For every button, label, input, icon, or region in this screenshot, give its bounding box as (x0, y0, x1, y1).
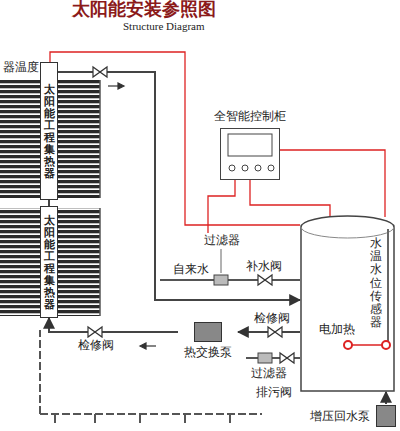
part-label: 检修阀 (253, 311, 291, 325)
node-text: 全智能控制柜 (205, 108, 295, 124)
sensor-wire (50, 52, 385, 240)
subtitle: Structure Diagram (122, 19, 206, 33)
node-text: 热交换泵 (178, 345, 238, 359)
pipe-connector (250, 180, 330, 218)
cabinet-box (220, 128, 280, 180)
part-label: 电加热 (318, 322, 356, 336)
part-label: 检修阀 (77, 338, 115, 352)
flow-arrow (108, 83, 156, 349)
pipe-connector (49, 318, 178, 332)
node-text: 太阳能工程集热器 (44, 214, 55, 311)
part-label: 过滤器 (203, 233, 241, 247)
part-label: 排污阀 (255, 385, 293, 399)
part-label: 补水阀 (245, 259, 283, 273)
part-label: 自来水 (172, 262, 210, 276)
cabinet-node: 全智能控制柜 (205, 108, 295, 180)
node-text: 太阳能工程集热器 (44, 83, 55, 180)
collector-node: 太阳能工程集热器 (40, 62, 58, 200)
pump-symbol (376, 405, 396, 427)
node-text: 水温水位传感器 (370, 237, 382, 329)
part-label: 器温度 (2, 60, 40, 74)
collector-node: 太阳能工程集热器 (40, 206, 58, 318)
valve-symbol (88, 67, 294, 363)
booster-node: 增压回水泵 (270, 404, 396, 428)
controller-panel (228, 134, 274, 171)
part-label: 过滤器 (250, 366, 288, 380)
tank-node: 水温水位传感器 (300, 215, 395, 392)
pump-node: 热交换泵 (178, 322, 238, 359)
water-pipe (40, 280, 300, 423)
node-text: 增压回水泵 (310, 408, 370, 425)
pipe-connector (385, 392, 387, 404)
pump-symbol (194, 322, 222, 342)
diagram-title: 太阳能安装参照图 (72, 0, 216, 20)
